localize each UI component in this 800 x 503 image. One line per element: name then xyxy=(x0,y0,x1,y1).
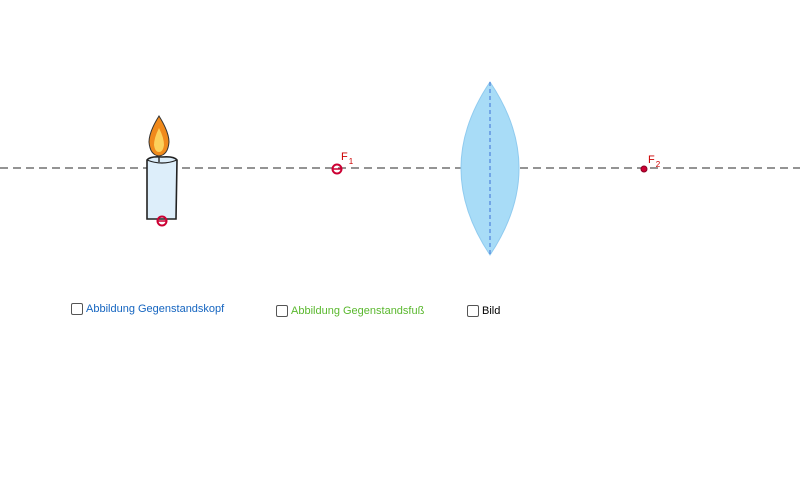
checkbox-image[interactable]: Bild xyxy=(467,305,500,317)
checkbox-image-box[interactable] xyxy=(467,305,479,317)
candle-rim xyxy=(146,159,178,164)
checkbox-object-foot-label: Abbildung Gegenstandsfuß xyxy=(291,305,425,317)
checkbox-object-foot-box[interactable] xyxy=(276,305,288,317)
focal-point-f1[interactable] xyxy=(331,163,343,175)
focal-label-f1: F1 xyxy=(341,151,354,166)
flame-inner xyxy=(154,128,164,152)
object-foot-point[interactable] xyxy=(156,215,168,227)
focal-label-f1-base: F xyxy=(341,151,348,163)
checkbox-object-head-label: Abbildung Gegenstandskopf xyxy=(86,303,225,315)
converging-lens[interactable] xyxy=(460,81,520,256)
checkbox-image-label: Bild xyxy=(482,305,501,317)
focal-label-f2-base: F xyxy=(648,154,655,166)
checkbox-object-head-box[interactable] xyxy=(71,303,83,315)
checkbox-object-foot[interactable]: Abbildung Gegenstandsfuß xyxy=(276,305,424,317)
focal-label-f2-sub: 2 xyxy=(656,160,661,169)
candle-body xyxy=(146,156,178,220)
focal-point-f2[interactable] xyxy=(640,165,648,173)
candle-icon[interactable] xyxy=(146,115,178,220)
focal-label-f1-sub: 1 xyxy=(349,157,354,166)
checkbox-object-head[interactable]: Abbildung Gegenstandskopf xyxy=(71,303,224,315)
focal-label-f2: F2 xyxy=(648,154,661,169)
